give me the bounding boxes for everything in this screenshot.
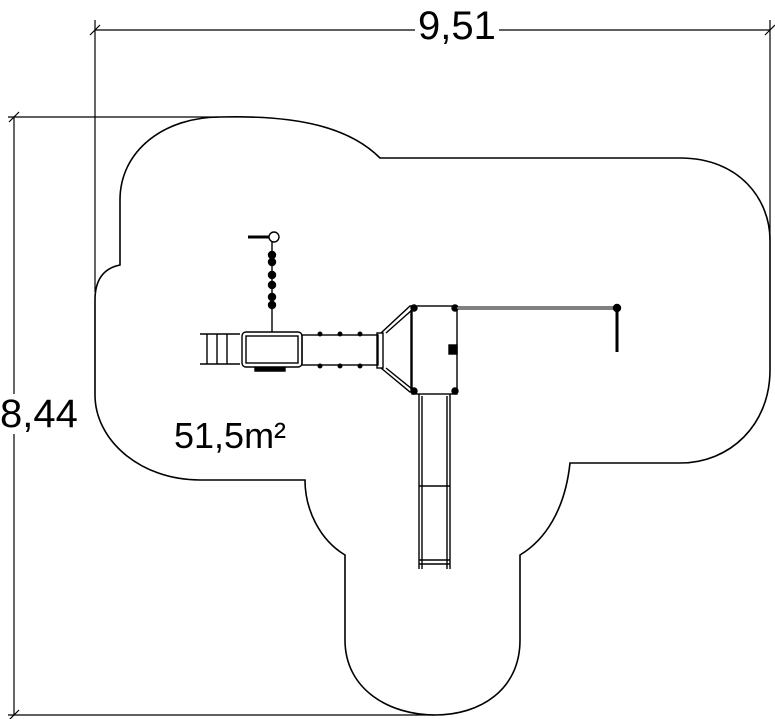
playground-equipment (200, 231, 622, 569)
dimension-lines (8, 20, 775, 719)
height-dimension-label: 8,44 (0, 392, 78, 436)
area-label: 51,5m² (174, 415, 287, 456)
width-dimension-label: 9,51 (415, 6, 499, 46)
